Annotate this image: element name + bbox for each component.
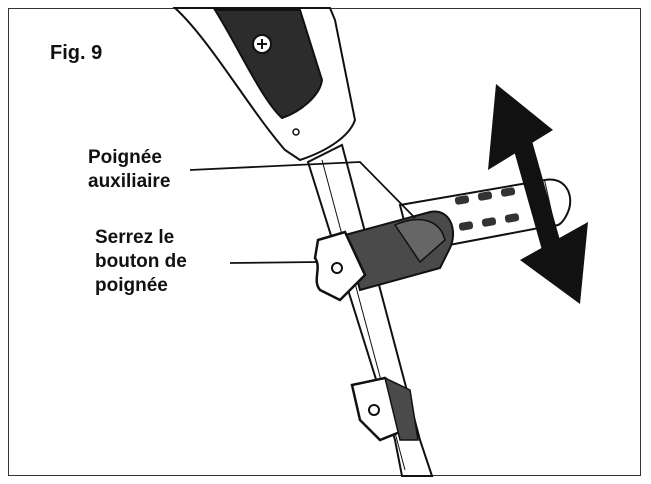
callout-line: bouton de <box>95 251 187 272</box>
housing-screw <box>292 128 300 136</box>
callout-auxiliary-handle: Poignée auxiliaire <box>88 146 170 194</box>
callout-line: poignée <box>95 275 168 296</box>
lower-knob-screw <box>368 404 380 416</box>
grip-rib <box>477 191 493 201</box>
leader-line-knob <box>229 261 319 264</box>
callout-tighten-knob: Serrez le bouton de poignée <box>95 226 187 298</box>
arrow-head-up <box>488 84 553 170</box>
handle-end-cap <box>544 178 572 227</box>
grip-rib <box>454 195 470 205</box>
callout-line: Serrez le <box>95 227 175 248</box>
grip-rib <box>481 217 497 227</box>
housing-panel <box>213 9 324 120</box>
grip-rib <box>458 221 474 231</box>
figure-label: Fig. 9 <box>50 42 103 64</box>
callout-line: auxiliaire <box>88 171 171 192</box>
callout-line: Poignée <box>88 147 162 168</box>
knob-screw <box>331 262 343 274</box>
adjust-arrow-icon <box>488 84 588 304</box>
grip-rib <box>500 187 516 197</box>
arrow-head-down <box>520 222 588 304</box>
plus-sign <box>257 39 267 49</box>
handle-clamp-face <box>393 218 446 264</box>
lower-clamp <box>383 376 419 441</box>
grip-rib <box>504 213 520 223</box>
leader-line-auxiliary-handle <box>189 161 416 219</box>
